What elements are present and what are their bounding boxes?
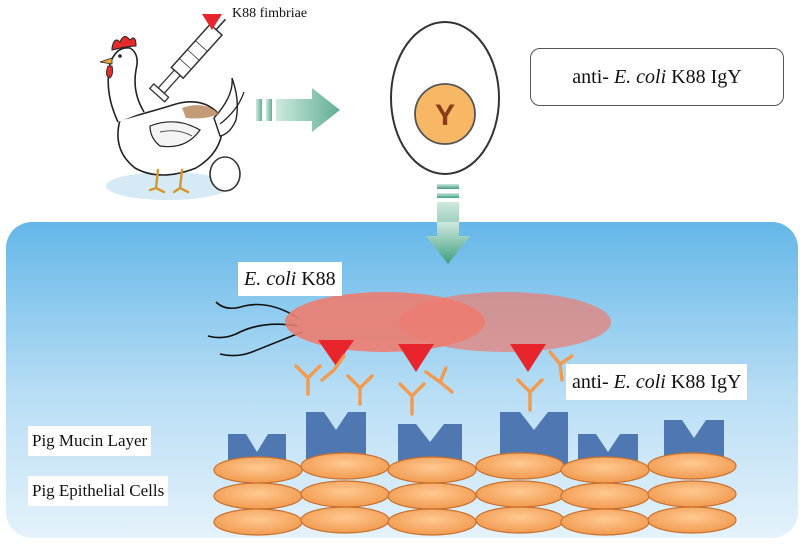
syringe-icon: [148, 18, 227, 103]
egg-yolk: [414, 83, 476, 145]
egg-antibody-species: E. coli: [613, 66, 667, 88]
fimbria-antigen: [318, 340, 354, 366]
egg-antibody-prefix: anti-: [572, 66, 614, 88]
egg-antibody-label: anti- E. coli K88 IgY: [530, 48, 784, 106]
arrow-hen-to-egg: [256, 88, 340, 132]
egg-antibody-suffix: K88 IgY: [666, 66, 742, 88]
bound-antibody-suffix: K88 IgY: [665, 371, 742, 393]
igy-antibody-group: [294, 350, 574, 416]
bound-antibody-species: E. coli: [613, 371, 666, 393]
yolk-igy-symbol: Y: [435, 99, 455, 132]
bound-antibody-prefix: anti-: [572, 371, 614, 393]
igy-antibody-icon: [516, 378, 544, 412]
ecoli-k88-label: E. coli K88: [238, 262, 342, 296]
ecoli-k88-cell-2: [399, 292, 611, 352]
fimbria-antigen: [398, 344, 434, 372]
bound-antibody-label: anti- E. coli K88 IgY: [566, 364, 748, 400]
epithelial-cells-label: Pig Epithelial Cells: [28, 476, 169, 506]
hen-icon: [99, 36, 245, 200]
arrow-egg-to-gut-head: [426, 222, 470, 264]
ecoli-species: E. coli: [244, 268, 297, 290]
egg-icon: [390, 21, 500, 175]
laid-egg-icon: [209, 156, 241, 192]
fimbria-antigen: [510, 344, 546, 372]
igy-antibody-icon: [294, 364, 322, 396]
bacteria-flagella: [207, 301, 303, 357]
epithelial-cells: [213, 452, 737, 536]
ecoli-strain: K88: [296, 268, 336, 290]
igy-antibody-icon: [346, 374, 374, 406]
k88-fimbriae-label: K88 fimbriae: [232, 6, 308, 21]
mucin-layer-label: Pig Mucin Layer: [28, 426, 152, 456]
igy-antibody-icon: [398, 382, 426, 416]
k88-antigen-icon: [202, 14, 222, 30]
